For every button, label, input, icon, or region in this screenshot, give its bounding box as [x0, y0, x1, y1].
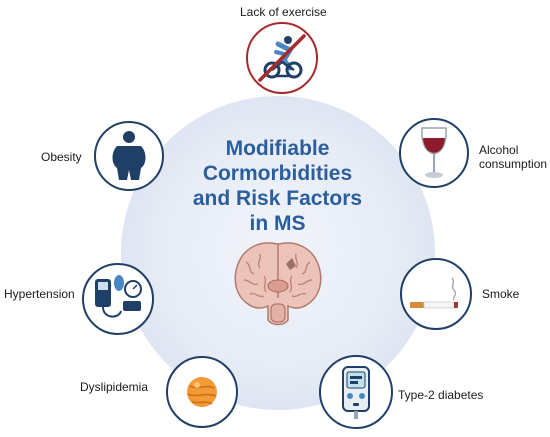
label-type2-diabetes: Type-2 diabetes — [398, 388, 484, 402]
diagram-title: Modifiable Cormorbidities and Risk Facto… — [185, 136, 370, 236]
title-line-4: in MS — [249, 212, 306, 235]
node-obesity — [94, 121, 164, 191]
cigarette-icon — [410, 277, 458, 309]
label-hypertension: Hypertension — [4, 287, 75, 301]
label-alcohol-line1: Alcohol — [479, 143, 519, 157]
node-smoke — [400, 258, 472, 330]
label-lack-of-exercise: Lack of exercise — [240, 5, 327, 19]
blood-pressure-monitor-icon — [95, 275, 142, 318]
node-lack-of-exercise — [246, 22, 318, 94]
title-line-3: and Risk Factors — [192, 187, 363, 210]
label-dyslipidemia: Dyslipidemia — [80, 380, 149, 394]
node-type2-diabetes — [319, 355, 393, 429]
no-exercise-icon — [258, 34, 306, 82]
node-alcohol — [399, 118, 469, 188]
lipid-ball-icon — [187, 377, 217, 407]
node-hypertension — [82, 263, 154, 335]
glucose-meter-icon — [342, 366, 370, 419]
brain-icon — [230, 236, 326, 328]
label-obesity: Obesity — [41, 150, 82, 164]
wine-glass-icon — [421, 127, 447, 178]
title-line-2: Cormorbidities — [202, 162, 353, 185]
label-alcohol-line2: consumption — [479, 157, 548, 171]
title-line-1: Modifiable — [225, 137, 330, 160]
node-dyslipidemia — [166, 356, 238, 428]
obesity-icon — [112, 131, 146, 180]
label-smoke: Smoke — [482, 287, 520, 301]
